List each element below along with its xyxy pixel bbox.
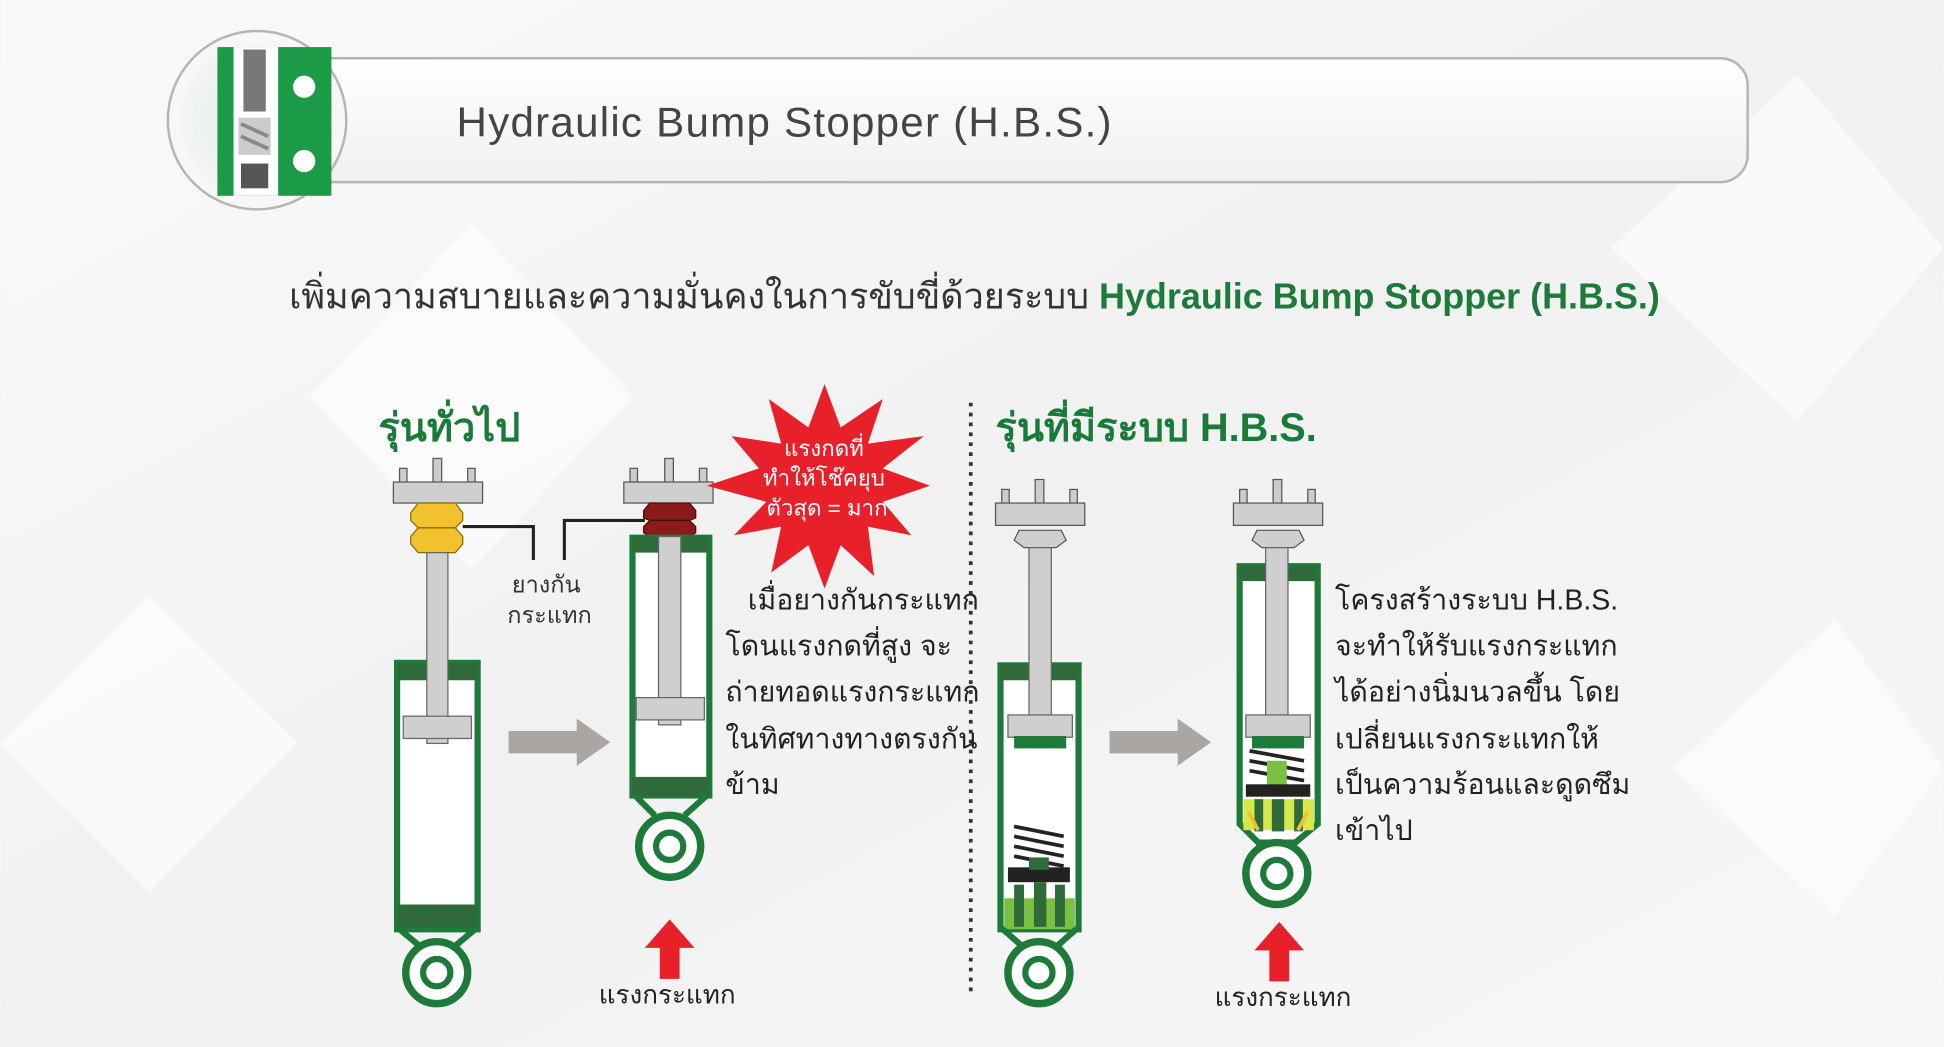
shock-hbs-compressed: [1232, 478, 1324, 909]
shock-absorber-logo-icon: [217, 47, 332, 196]
callout-line-right: [562, 518, 645, 561]
left-heading: รุ่นทั่วไป: [378, 399, 520, 452]
force-arrow-up-icon: [644, 919, 695, 979]
arrow-right-gray-icon: [508, 718, 611, 766]
shock-normal-compressed: [623, 457, 714, 881]
bump-rubber-red: [643, 502, 697, 538]
arrow-right-gray-icon: [1109, 718, 1212, 766]
starburst-line: ตัวสุด = มาก: [766, 495, 887, 521]
subtitle-thai: เพิ่มความสบายและความมั่นคงในการขับขี่ด้ว…: [289, 272, 1089, 317]
subtitle-highlight: Hydraulic Bump Stopper (H.B.S.): [1099, 276, 1660, 317]
starburst-text: แรงกดที่ ทำให้โช๊คยุบ ตัวสุด = มาก: [763, 433, 891, 521]
bump-rubber-yellow: [410, 502, 464, 554]
shock-normal-extended: [392, 457, 484, 1008]
callout-label-line: กระแทก: [507, 602, 591, 628]
description-line: ข้าม: [725, 769, 779, 801]
description-line: โครงสร้างระบบ H.B.S.: [1335, 584, 1618, 617]
description-line: เมื่อยางกันกระแทก: [748, 581, 979, 617]
description-line: จะทำให้รับแรงกระแทก: [1335, 629, 1618, 662]
callout-label: ยางกัน กระแทก: [507, 571, 591, 628]
force-label-right: แรงกระแทก: [1215, 982, 1352, 1012]
description-line: ถ่ายทอดแรงกระแทก: [725, 676, 979, 708]
description-line: เป็นความร้อนและดูดซึม: [1335, 766, 1630, 802]
starburst-callout: แรงกดที่ ทำให้โช๊คยุบ ตัวสุด = มาก: [706, 384, 930, 589]
description-line: ในทิศทางทางตรงกัน: [725, 722, 977, 755]
description-line: โดนแรงกดที่สูง จะ: [725, 626, 952, 663]
description-line: เปลี่ยนแรงกระแทกให้: [1335, 719, 1599, 755]
callout-line-left: [462, 525, 535, 561]
right-description: โครงสร้างระบบ H.B.S. จะทำให้รับแรงกระแทก…: [1333, 584, 1638, 847]
force-label-left: แรงกระแทก: [599, 980, 736, 1010]
right-heading: รุ่นที่มีระบบ H.B.S.: [996, 399, 1317, 452]
header-title: Hydraulic Bump Stopper (H.B.S.): [457, 98, 1113, 145]
description-line: เข้าไป: [1335, 814, 1413, 847]
subtitle: เพิ่มความสบายและความมั่นคงในการขับขี่ด้ว…: [289, 272, 1660, 317]
callout-label-line: ยางกัน: [512, 571, 581, 597]
force-arrow-up-icon: [1254, 921, 1305, 982]
shock-hbs-extended: [994, 478, 1086, 1008]
header-banner: Hydraulic Bump Stopper (H.B.S.): [166, 29, 1749, 211]
starburst-line: แรงกดที่: [784, 433, 864, 461]
starburst-line: ทำให้โช๊คยุบ: [763, 466, 885, 492]
description-line: ได้อย่างนิ่มนวลขึ้น โดย: [1333, 671, 1620, 708]
left-description: เมื่อยางกันกระแทก โดนแรงกดที่สูง จะ ถ่าย…: [725, 581, 987, 802]
